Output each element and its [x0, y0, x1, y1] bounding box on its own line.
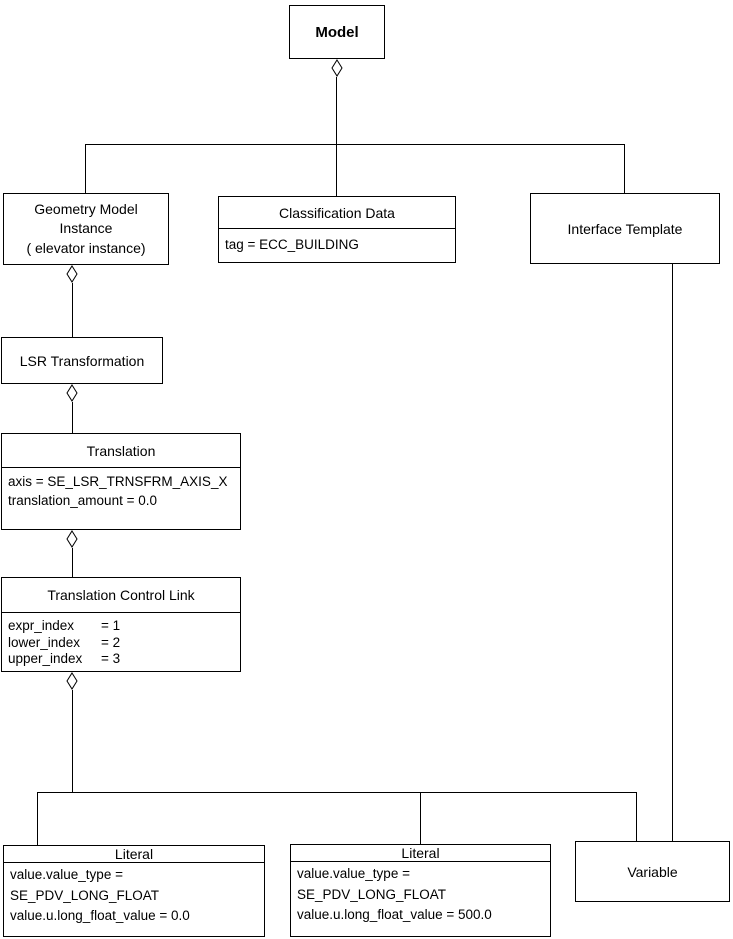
node-model: Model — [289, 5, 385, 59]
edge-drop-variable — [636, 792, 637, 841]
aggregation-diamond-model — [331, 59, 343, 77]
attribute-line: value.u.long_float_value = 0.0 — [10, 908, 190, 923]
node-translation-attrs: axis = SE_LSR_TRNSFRM_AXIS_X translation… — [2, 468, 240, 510]
edge-drop-geometry-model-instance — [85, 144, 86, 193]
edge-drop-interface-template — [624, 144, 625, 193]
aggregation-diamond-lsr-transformation — [66, 384, 78, 402]
node-lsr-transformation-title: LSR Transformation — [19, 352, 145, 369]
edge-drop-literal-zero — [37, 792, 38, 845]
edge-interface-template-to-variable — [672, 264, 673, 841]
node-literal-zero: Literal value.value_type = SE_PDV_LONG_F… — [3, 845, 265, 937]
node-classification-data-attrs: tag = ECC_BUILDING — [219, 229, 455, 254]
attribute-line: value.value_type = — [10, 867, 123, 882]
aggregation-diamond-translation — [66, 530, 78, 548]
edge-gmi-to-lsr — [72, 283, 73, 337]
node-literal-five-hundred-title: Literal — [291, 845, 550, 862]
node-geometry-model-instance-title: Geometry Model Instance ( elevator insta… — [26, 200, 146, 256]
node-interface-template-title: Interface Template — [567, 220, 683, 237]
edge-drop-classification-data — [336, 144, 337, 196]
node-literal-five-hundred-attrs: value.value_type = SE_PDV_LONG_FLOAT val… — [291, 862, 550, 926]
node-translation: Translation axis = SE_LSR_TRNSFRM_AXIS_X… — [1, 433, 241, 530]
node-translation-title: Translation — [2, 434, 240, 468]
node-translation-control-link-attrs: expr_index = 1 lower_index = 2 upper_ind… — [2, 613, 240, 668]
aggregation-diamond-translation-control-link — [66, 672, 78, 690]
node-model-title: Model — [315, 23, 359, 41]
node-literal-zero-title: Literal — [4, 846, 264, 863]
node-literal-zero-attrs: value.value_type = SE_PDV_LONG_FLOAT val… — [4, 863, 264, 927]
node-lsr-transformation: LSR Transformation — [1, 337, 163, 384]
node-interface-template: Interface Template — [530, 193, 720, 264]
node-geometry-model-instance: Geometry Model Instance ( elevator insta… — [3, 193, 169, 265]
attribute-line: upper_index = 3 — [8, 651, 121, 666]
aggregation-diamond-geometry-model-instance — [66, 265, 78, 283]
node-classification-data: Classification Data tag = ECC_BUILDING — [218, 196, 456, 263]
attribute-line: lower_index = 2 — [8, 634, 121, 650]
attribute-line: translation_amount = 0.0 — [8, 493, 157, 508]
edge-drop-literal-five-hundred — [420, 792, 421, 844]
edge-tcl-trunk — [72, 690, 73, 792]
edge-model-trunk — [336, 77, 337, 144]
edge-model-children-bus — [85, 144, 625, 145]
node-literal-five-hundred: Literal value.value_type = SE_PDV_LONG_F… — [290, 844, 551, 937]
node-variable-title: Variable — [627, 863, 678, 880]
attribute-line: value.value_type = — [297, 866, 410, 881]
edge-translation-to-tcl — [72, 548, 73, 577]
attribute-line: axis = SE_LSR_TRNSFRM_AXIS_X — [8, 474, 228, 489]
node-classification-data-title: Classification Data — [219, 197, 455, 229]
attribute-line: value.u.long_float_value = 500.0 — [297, 907, 492, 922]
node-variable: Variable — [575, 841, 730, 902]
node-translation-control-link-title: Translation Control Link — [2, 578, 240, 613]
edge-lsr-to-translation — [72, 402, 73, 433]
attribute-line: tag = ECC_BUILDING — [225, 237, 359, 252]
attribute-line: expr_index = 1 — [8, 618, 121, 633]
node-translation-control-link: Translation Control Link expr_index = 1 … — [1, 577, 241, 672]
attribute-line: SE_PDV_LONG_FLOAT — [10, 887, 160, 903]
edge-tcl-children-bus — [37, 792, 637, 793]
attribute-line: SE_PDV_LONG_FLOAT — [297, 886, 447, 902]
